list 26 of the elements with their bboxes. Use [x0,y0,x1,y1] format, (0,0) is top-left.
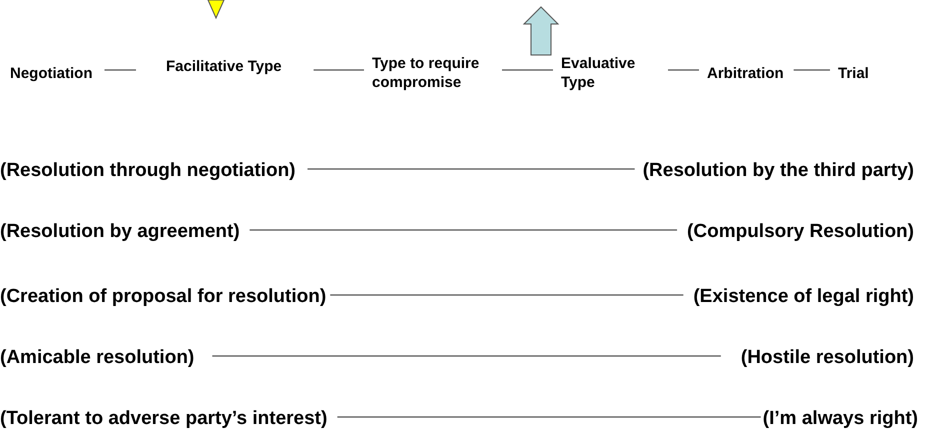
term-label: (Tolerant to adverse party’s interest) [0,406,328,430]
term-label: (Creation of proposal for resolution) [0,284,326,308]
connector-line [314,69,364,71]
term-label: Type to require compromise [372,54,494,92]
term-label: (Resolution by the third party) [642,158,914,182]
term-label: Evaluative Type [561,54,656,92]
connector-line [212,355,721,357]
term-label: (Existence of legal right) [693,284,914,308]
connector-line [337,416,761,418]
connector-line [104,69,136,71]
connector-line [308,168,635,170]
term-label: (Compulsory Resolution) [687,220,914,242]
connector-line [794,69,830,71]
connector-line [250,229,678,231]
term-label: Arbitration [707,64,784,82]
term-label: Facilitative Type [166,56,282,76]
connector-line [668,69,699,71]
connector-line [330,294,684,296]
term-label: (Resolution through negotiation) [0,158,296,182]
term-label: (Resolution by agreement) [0,220,240,242]
connector-line [502,69,553,71]
term-label: (I’m always right) [762,406,918,430]
term-label: (Amicable resolution) [0,346,194,368]
term-label: Trial [838,64,869,82]
term-label: Negotiation [10,64,92,82]
term-label: (Hostile resolution) [740,346,914,368]
